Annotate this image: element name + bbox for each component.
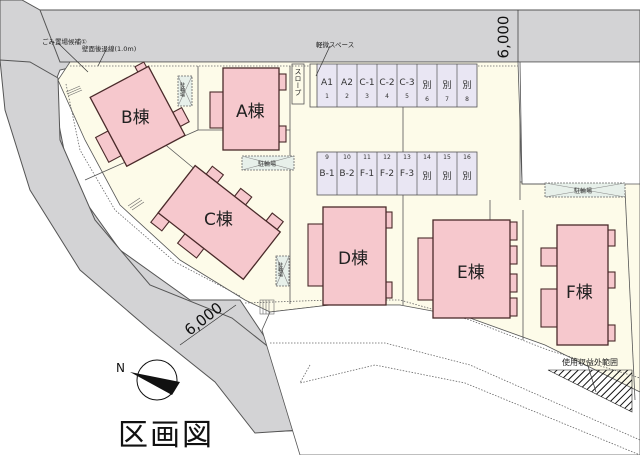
- stairs-2: [127, 197, 145, 211]
- building-label-b: B棟: [121, 108, 150, 128]
- leader-excluded: [587, 365, 597, 393]
- setback-line-bottom: [244, 299, 640, 379]
- parking-row-top: [316, 63, 478, 108]
- building-c: [150, 164, 285, 281]
- building-label-a: A棟: [236, 102, 265, 122]
- setback-line-left: [65, 83, 241, 297]
- building-label-c: C棟: [204, 210, 233, 230]
- note-slope: スロープ: [294, 68, 302, 96]
- parking-row-bottom: [316, 151, 478, 196]
- building-d: [307, 206, 393, 306]
- divider-8: [624, 189, 636, 401]
- road-width-left: 6,000: [181, 298, 226, 340]
- note-setback: 壁面後退線(1.0m): [82, 45, 137, 53]
- building-b: [89, 61, 190, 168]
- building-a: [209, 67, 287, 151]
- stairs-3: [259, 299, 275, 315]
- lower-road-dotted-1: [270, 342, 640, 441]
- building-label-f: F棟: [566, 283, 593, 303]
- bike-parking-3: [275, 255, 290, 287]
- north-label: N: [116, 361, 125, 375]
- bike-parking-label-3: 駐輪場: [277, 262, 283, 277]
- lower-road-dotted-2: [299, 364, 640, 455]
- dim-line-left: [179, 304, 237, 346]
- leader-light-car: [315, 45, 331, 77]
- note-light-car: 軽微スペース: [316, 41, 355, 49]
- road-top-band: [39, 9, 640, 63]
- building-label-d: D棟: [338, 249, 369, 269]
- bike-parking-4: [544, 182, 626, 198]
- building-f: [540, 224, 616, 346]
- bike-parking-2: [241, 155, 295, 171]
- slope: [291, 63, 305, 105]
- bike-parking-1: [177, 75, 193, 107]
- building-label-e: E棟: [457, 263, 485, 283]
- road-width-top: 6,000: [494, 15, 513, 59]
- bike-parking-label-4: 駐輪場: [574, 188, 593, 195]
- note-excluded: 使用収益外範囲: [562, 358, 618, 367]
- note-garbage: ごみ置場候補①: [42, 38, 87, 46]
- building-e: [417, 219, 518, 319]
- divider-5: [519, 61, 545, 185]
- north-arrow-icon: [130, 359, 180, 401]
- excluded-area: [547, 369, 633, 413]
- bike-parking-label-2: 駐輪場: [258, 161, 277, 168]
- bike-parking-label-1: 駐輪場: [179, 82, 185, 97]
- stairs-1: [65, 85, 83, 97]
- leader-garbage: [57, 42, 89, 73]
- cutout-area-2: [517, 61, 640, 185]
- page-title: 区画図: [118, 418, 214, 453]
- leader-setback: [97, 49, 107, 67]
